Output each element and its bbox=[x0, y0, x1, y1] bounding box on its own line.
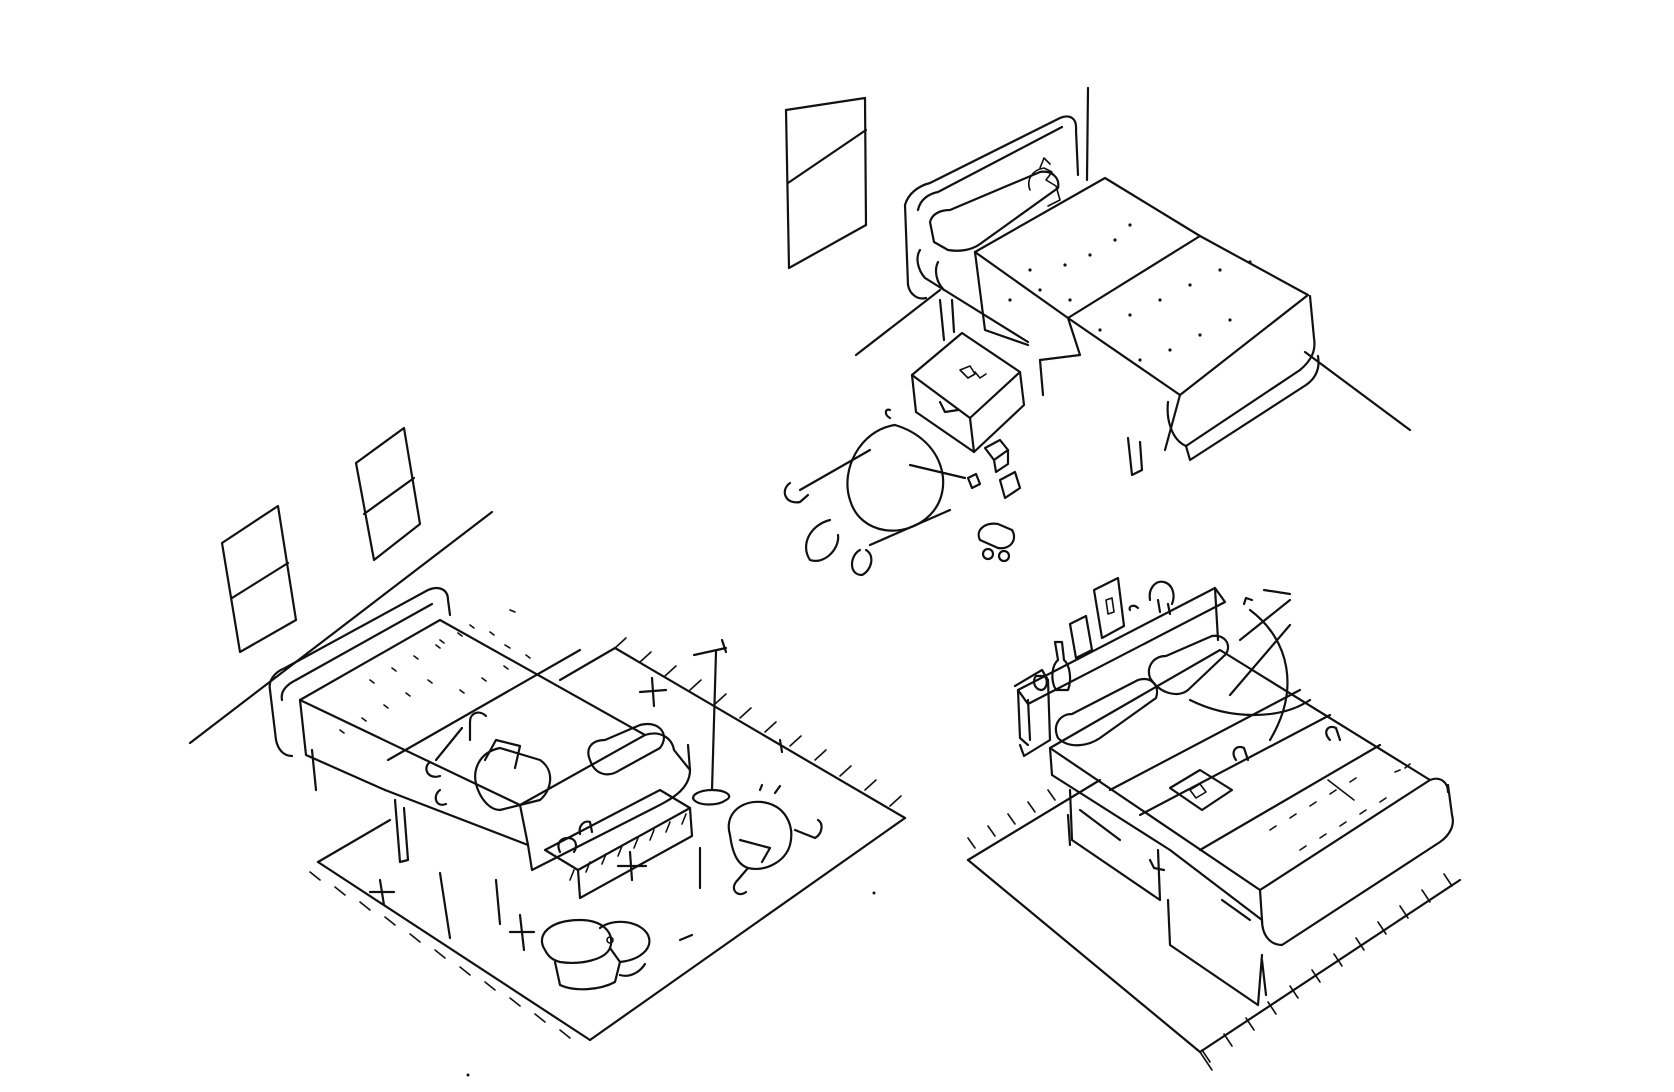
lamp-icon bbox=[1128, 580, 1175, 616]
bed-icon bbox=[903, 115, 1320, 477]
wall-floor-line bbox=[188, 510, 494, 745]
bottle-icon bbox=[1032, 640, 1072, 692]
toy-blocks-icon bbox=[966, 438, 1022, 500]
picture-frame-icon bbox=[1092, 576, 1126, 640]
pillow-icon-2 bbox=[1147, 634, 1230, 696]
rug-icon bbox=[309, 637, 907, 1042]
plush-toy-icon bbox=[1028, 157, 1061, 207]
scooter-icon bbox=[783, 408, 967, 577]
floor-lamp-icon bbox=[692, 638, 731, 806]
drawer-icon bbox=[910, 331, 1026, 454]
wall-window-icon bbox=[220, 504, 298, 654]
blanket-pattern bbox=[1269, 763, 1411, 851]
picture-frame-icon-2 bbox=[1068, 614, 1094, 660]
stray-dot bbox=[872, 891, 876, 895]
side-table-icon bbox=[540, 918, 651, 991]
scene-top bbox=[783, 86, 1412, 577]
floor-line-left bbox=[854, 288, 942, 357]
stray-dot-2 bbox=[466, 1073, 470, 1077]
person-sitting-icon bbox=[698, 783, 823, 896]
rug-icon bbox=[966, 778, 1462, 1071]
floor-line-right bbox=[1303, 350, 1412, 432]
wall-corner bbox=[1085, 86, 1090, 182]
bed-icon bbox=[1048, 588, 1454, 1007]
blanket-pattern bbox=[1008, 223, 1252, 362]
wall-window-icon bbox=[784, 96, 868, 270]
book-icon bbox=[1168, 768, 1234, 812]
toy-car-icon bbox=[977, 522, 1016, 563]
wall-window-icon-2 bbox=[354, 426, 422, 562]
storage-drawer-icon bbox=[1068, 788, 1264, 1007]
shelf-icon bbox=[1013, 586, 1227, 758]
person-reading-icon bbox=[425, 711, 552, 812]
scene-left bbox=[188, 426, 907, 1042]
bench-icon bbox=[543, 788, 694, 900]
scene-right bbox=[966, 576, 1462, 1071]
pillow-icon bbox=[928, 170, 1060, 252]
blanket-pattern bbox=[339, 609, 531, 734]
bed-icon bbox=[268, 586, 692, 926]
rug-marks bbox=[368, 676, 784, 952]
